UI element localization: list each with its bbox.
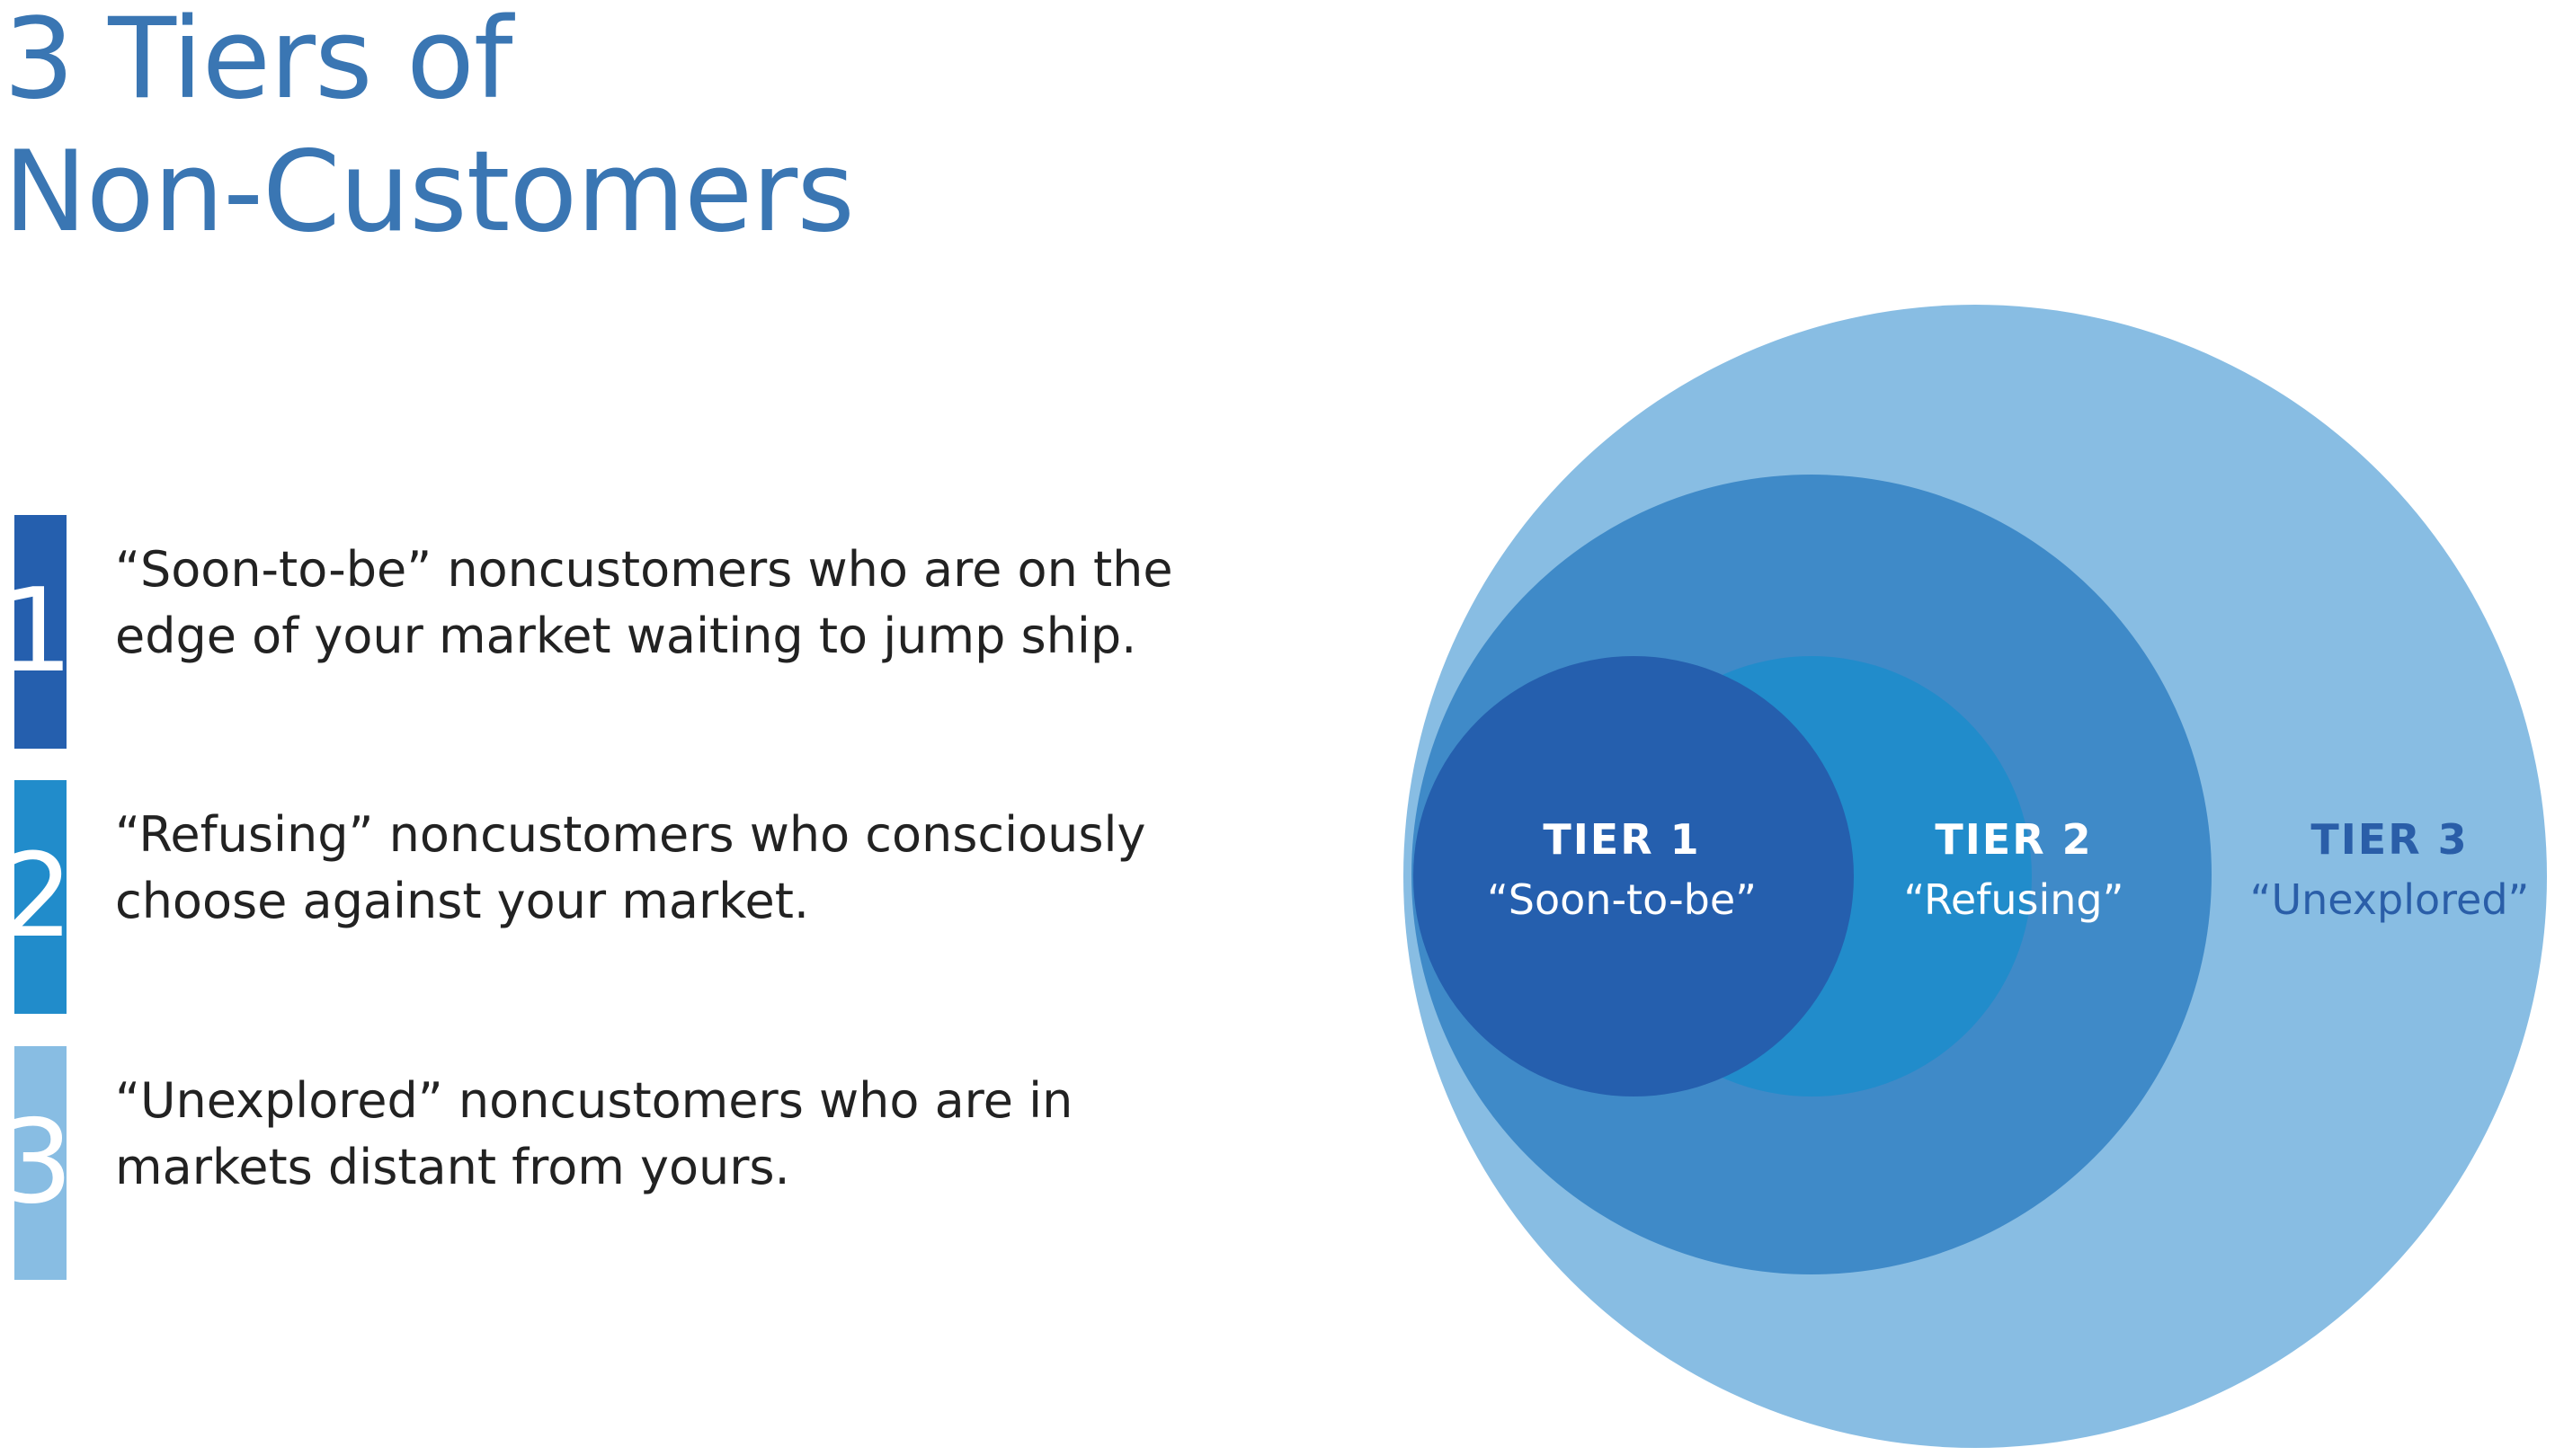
tier-1-description-line-2: edge of your market waiting to jump ship… [115,608,1137,664]
tier-2-description-line-2: choose against your market. [115,873,810,929]
tier-1-color-bar: 1 [14,515,67,749]
page-title: 3 Tiers of Non-Customers [4,0,855,259]
tier-1-description: “Soon-to-be” noncustomers who are on the… [115,537,1284,670]
tier-2-heading: TIER 2 [1935,815,2092,864]
tier-item-1: 1 “Soon-to-be” noncustomers who are on t… [14,515,1273,749]
title-line-2: Non-Customers [4,128,855,257]
tier-3-heading: TIER 3 [2310,815,2468,864]
tier-3-description: “Unexplored” noncustomers who are in mar… [115,1068,1284,1201]
tier-1-description-line-1: “Soon-to-be” noncustomers who are on the [115,541,1173,598]
tier-2-color-bar: 2 [14,780,67,1014]
tier-item-2: 2 “Refusing” noncustomers who consciousl… [14,780,1273,1014]
tier-3-color-bar: 3 [14,1046,67,1280]
tier-1-number: 1 [14,564,67,698]
tier-2-description: “Refusing” noncustomers who consciously … [115,802,1284,935]
tier-1-heading: TIER 1 [1543,815,1700,864]
tier-3-description-line-1: “Unexplored” noncustomers who are in [115,1072,1073,1129]
tier-2-name: “Refusing” [1904,875,2124,924]
tier-2-number: 2 [14,830,67,963]
tier-3-name: “Unexplored” [2250,875,2530,924]
tier-item-3: 3 “Unexplored” noncustomers who are in m… [14,1046,1273,1280]
tier-2-description-line-1: “Refusing” noncustomers who consciously [115,806,1146,863]
tier-3-description-line-2: markets distant from yours. [115,1139,790,1195]
tier-1-circle [1413,656,1854,1096]
tier-1-name: “Soon-to-be” [1487,875,1757,924]
tier-3-number: 3 [14,1096,67,1230]
title-line-1: 3 Tiers of [4,0,512,124]
